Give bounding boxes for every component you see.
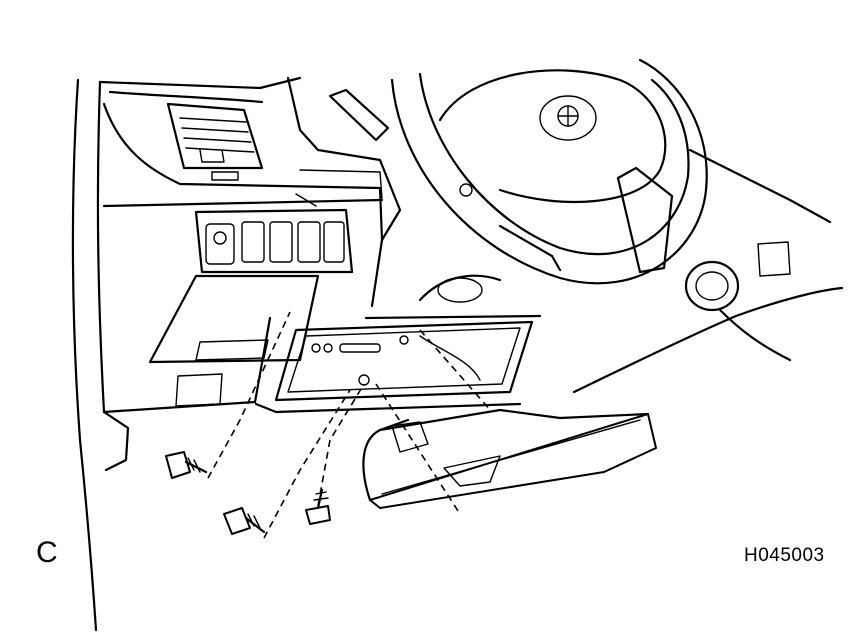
switch-panel xyxy=(194,208,354,274)
screw-2 xyxy=(223,507,266,535)
knee-area xyxy=(364,274,542,320)
glove-box xyxy=(362,408,657,509)
a-pillar xyxy=(71,78,130,632)
center-air-vent xyxy=(166,102,264,181)
dashboard-body xyxy=(102,102,384,414)
bolt-alignment-lines xyxy=(207,311,493,539)
steering-wheel xyxy=(390,58,708,285)
glovebox-opening xyxy=(254,320,534,414)
screw-1 xyxy=(165,451,208,479)
lower-left-panel xyxy=(148,274,320,407)
view-letter-label: C xyxy=(36,536,58,569)
right-side-vent xyxy=(572,241,844,394)
dashboard-top xyxy=(98,76,832,224)
steering-column xyxy=(286,76,402,242)
screw-3 xyxy=(305,488,331,525)
figure-code-label: H045003 xyxy=(744,545,825,566)
